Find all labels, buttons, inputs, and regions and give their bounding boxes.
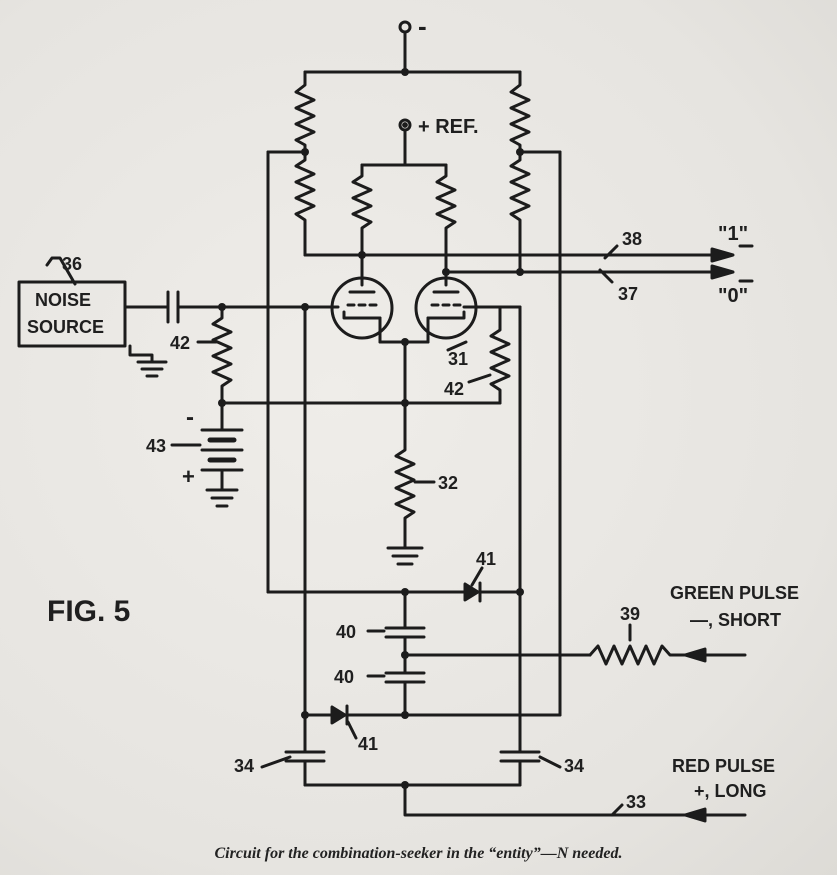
leader-36 (45, 256, 77, 286)
green-pulse-label-2: —, SHORT (690, 610, 781, 630)
ref-37: 37 (618, 284, 638, 304)
ref-42-right: 42 (444, 379, 464, 399)
load-resistor-right (509, 70, 531, 274)
red-pulse-line (403, 783, 747, 817)
ground-cathode (386, 546, 424, 566)
ref-40-upper: 40 (336, 622, 356, 642)
ref-34-left: 34 (234, 756, 254, 776)
resistor-39 (588, 644, 747, 666)
ground-noise (136, 360, 168, 378)
arrow-out-0 (710, 264, 735, 280)
load-resistor-left (294, 70, 316, 257)
ref-32: 32 (438, 473, 458, 493)
figure-title: FIG. 5 (47, 595, 130, 628)
ref-33: 33 (626, 792, 646, 812)
tube-right (414, 276, 478, 344)
arrow-out-1 (710, 247, 735, 263)
noise-label-2: SOURCE (27, 317, 104, 337)
diode-41-top (463, 582, 480, 602)
ref-36: 36 (62, 254, 82, 274)
ref-41-bottom: 41 (358, 734, 378, 754)
tube-left (330, 276, 394, 344)
arrow-green-pulse (683, 647, 707, 663)
grid-resistor-42-left (211, 305, 233, 432)
diode-41-bottom (330, 705, 347, 725)
ref-label: + REF. (418, 116, 479, 138)
ref-38: 38 (622, 229, 642, 249)
ref-31: 31 (448, 349, 468, 369)
ground-battery (205, 488, 239, 508)
ref-40-lower: 40 (334, 667, 354, 687)
plate-resistor-right (435, 163, 457, 287)
noise-label-1: NOISE (35, 290, 91, 310)
output-zero-label: "0" (718, 285, 748, 307)
noise-source-block (17, 280, 127, 348)
battery-plus: + (182, 464, 195, 489)
plate-resistor-left (351, 163, 373, 287)
cathode-resistor-32 (394, 438, 416, 550)
noise-ground-lead (128, 344, 154, 364)
red-pulse-label-1: RED PULSE (672, 756, 775, 776)
figure-caption: Circuit for the combination-seeker in th… (214, 845, 623, 862)
output-one-label: "1" (718, 223, 748, 245)
grid-resistor-42-right (489, 305, 511, 405)
red-pulse-label-2: +, LONG (694, 781, 767, 801)
green-pulse-label-1: GREEN PULSE (670, 583, 799, 603)
arrow-red-pulse (683, 807, 707, 823)
ref-39: 39 (620, 604, 640, 624)
ref-43: 43 (146, 436, 166, 456)
ref-42-left: 42 (170, 333, 190, 353)
battery-minus: - (186, 404, 194, 431)
ref-41-top: 41 (476, 549, 496, 569)
ref-34-right: 34 (564, 756, 584, 776)
battery-43 (200, 428, 244, 492)
supply-neg-label: - (418, 11, 427, 41)
